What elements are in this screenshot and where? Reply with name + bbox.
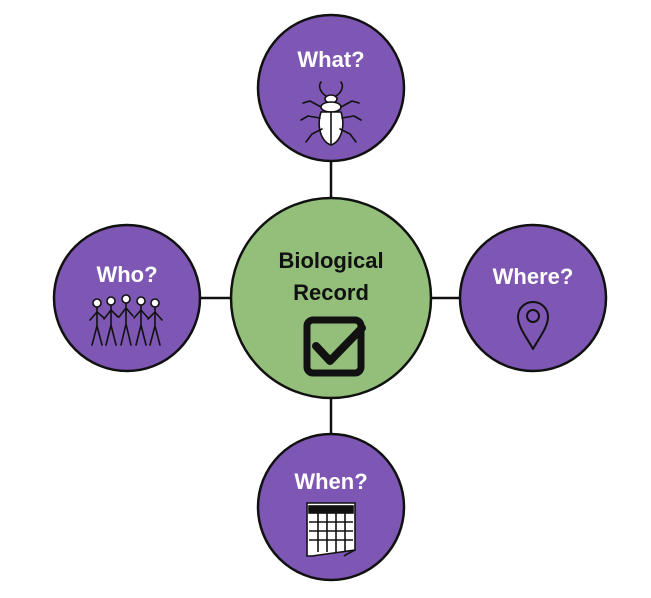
center-circle [229, 196, 433, 400]
node-who: Who? [52, 223, 202, 373]
calendar-icon [306, 502, 356, 557]
beetle-icon [300, 81, 362, 146]
map-pin-icon [517, 301, 549, 350]
node-when: When? [256, 432, 406, 582]
checkbox-check-icon [303, 316, 366, 377]
who-label: Who? [96, 262, 157, 287]
node-what: What? [256, 13, 406, 163]
center-node: Biological Record [229, 196, 433, 400]
people-group-icon [89, 294, 163, 346]
center-title-line2: Record [293, 280, 369, 305]
what-label: What? [297, 47, 364, 72]
where-circle [458, 223, 608, 373]
when-label: When? [294, 469, 367, 494]
where-label: Where? [493, 264, 574, 289]
connectors [200, 162, 461, 434]
what-circle [256, 13, 406, 163]
node-where: Where? [458, 223, 608, 373]
center-title-line1: Biological [278, 248, 383, 273]
